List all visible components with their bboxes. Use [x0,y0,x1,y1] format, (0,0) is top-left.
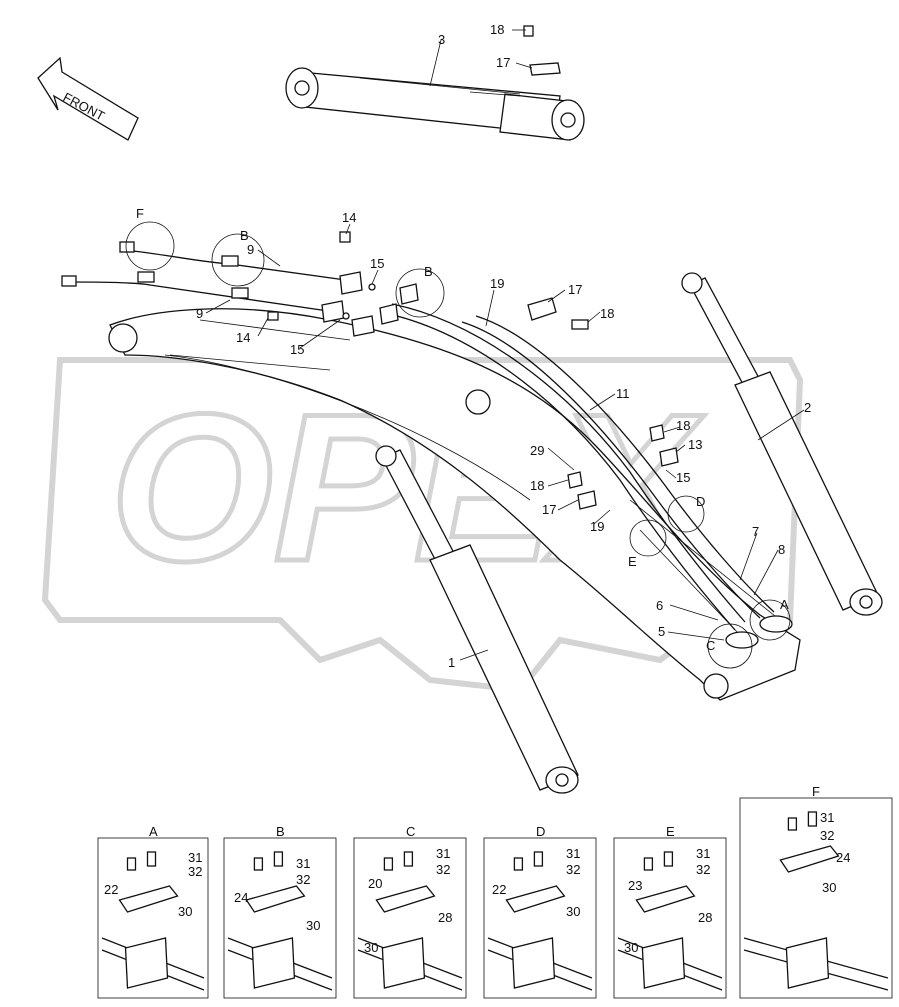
detail-callout: 32 [188,864,202,879]
callout-1: 1 [448,655,455,670]
callout-17b: 17 [568,282,582,297]
detail-callout: 31 [696,846,710,861]
callout-19b: 19 [590,519,604,534]
arm-cylinder-3 [285,67,585,141]
ring-b-upper [211,233,265,287]
callout-29: 29 [530,443,544,458]
detail-callout: 23 [628,878,642,893]
detail-views: A31322230B31322430C3132202830D31322230E3… [97,784,893,999]
detail-callout: 31 [820,810,834,825]
callout-9b: 9 [196,306,203,321]
detail-callout: 30 [364,940,378,955]
detail-callout: 28 [698,910,712,925]
detail-callout: 30 [178,904,192,919]
ring-f [125,221,175,271]
detail-callout: 32 [566,862,580,877]
hoses-9 [61,241,419,337]
detail-callout: 30 [306,918,320,933]
detail-callout: 30 [566,904,580,919]
callout-8: 8 [778,542,785,557]
boom [108,308,801,701]
callout-17a: 17 [496,55,510,70]
detail-title: B [276,824,285,839]
callout-18d: 18 [530,478,544,493]
callout-15a: 15 [370,256,384,271]
detail-callout: 31 [296,856,310,871]
ring-label-b1: B [240,228,249,243]
ring-label-d: D [696,494,705,509]
callout-6: 6 [656,598,663,613]
detail-callout: 30 [822,880,836,895]
ring-label-a: A [780,597,789,612]
detail-title: C [406,824,415,839]
callout-3: 3 [438,32,445,47]
callout-14b: 14 [236,330,250,345]
detail-callout: 32 [696,862,710,877]
detail-title: F [812,784,820,799]
detail-callout: 31 [188,850,202,865]
ring-b-lower [395,268,445,318]
boom-cylinder-2 [681,272,883,616]
ring-label-b2: B [424,264,433,279]
ring-label-e: E [628,554,637,569]
detail-title: E [666,824,675,839]
front-direction-arrow: FRONT [37,56,139,141]
detail-callout: 32 [820,828,834,843]
callout-15b: 15 [290,342,304,357]
detail-callout: 30 [624,940,638,955]
detail-callout: 32 [296,872,310,887]
detail-title: A [149,824,158,839]
callout-17c: 17 [542,502,556,517]
detail-title: D [536,824,545,839]
hydraulic-pipes [379,303,781,636]
callout-11: 11 [616,386,630,401]
detail-callout: 22 [492,882,506,897]
detail-callout: 31 [566,846,580,861]
callout-18a: 18 [490,22,504,37]
callout-7: 7 [752,524,759,539]
callout-19a: 19 [490,276,504,291]
callout-2: 2 [804,400,811,415]
callout-13: 13 [688,437,702,452]
ring-label-f: F [136,206,144,221]
detail-callout: 22 [104,882,118,897]
ring-d [667,495,705,533]
detail-callout: 20 [368,876,382,891]
callout-labels: 3 18 17 2 1 F B B 9 9 14 14 15 15 19 17 … [136,22,811,670]
ring-e [629,519,667,557]
ring-label-c: C [706,638,715,653]
boom-cylinder-1 [375,445,579,794]
detail-callout: 32 [436,862,450,877]
leader-lines [169,29,805,661]
detail-callout: 28 [438,910,452,925]
callout-15c: 15 [676,470,690,485]
callout-9a: 9 [247,242,254,257]
ring-a [749,599,791,641]
detail-callout: 24 [836,850,850,865]
detail-callout: 31 [436,846,450,861]
callout-18c: 18 [676,418,690,433]
small-parts [267,25,793,649]
ring-c [707,623,753,669]
detail-reference-circles [125,221,791,669]
callout-5: 5 [658,624,665,639]
callout-18b: 18 [600,306,614,321]
detail-callout: 24 [234,890,248,905]
callout-14a: 14 [342,210,356,225]
